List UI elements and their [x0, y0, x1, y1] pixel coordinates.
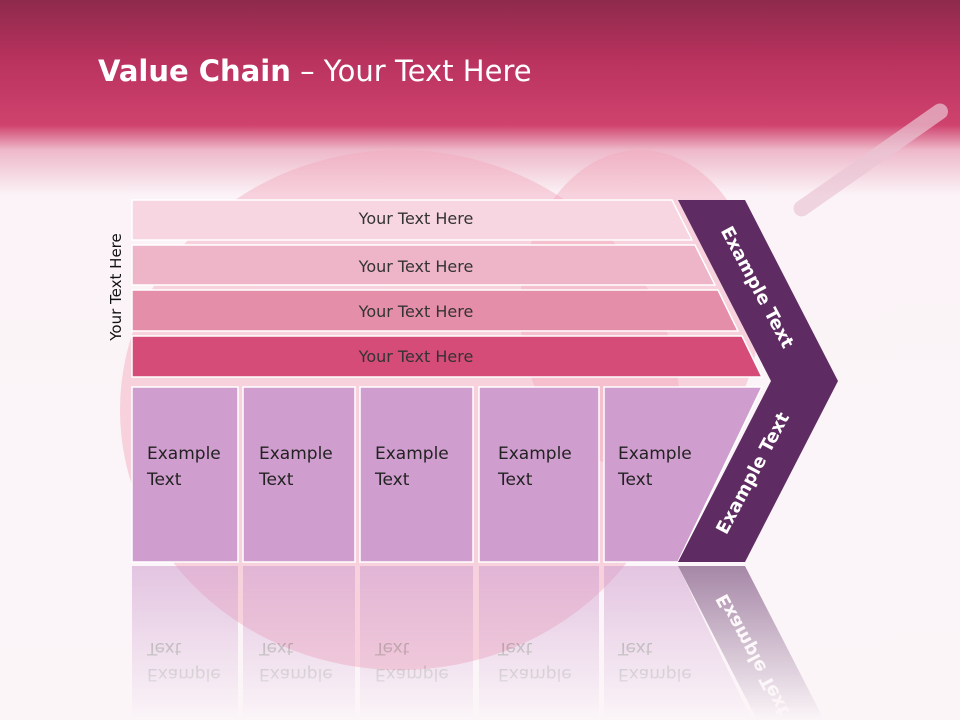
support-row-4-label: Your Text Here [358, 347, 474, 366]
support-row-4[interactable] [131, 335, 764, 378]
reflection-line-1: Example [147, 664, 221, 684]
support-row-2[interactable] [131, 244, 717, 286]
reflection-line-2: Text [374, 638, 410, 658]
support-activities: Your Text Here Your Text Here Your Text … [131, 199, 764, 378]
reflection-line-1: Example [618, 664, 692, 684]
primary-box-1-line-2: Text [146, 470, 182, 490]
diagram-reflection: Example Text Example Text Example Text E… [132, 566, 825, 720]
primary-box-5-line-1: Example [618, 444, 692, 464]
support-row-1-label: Your Text Here [358, 209, 474, 228]
slide-title: Value Chain – Your Text Here [98, 54, 532, 88]
primary-box-3[interactable] [359, 386, 474, 563]
primary-box-2[interactable] [242, 386, 356, 563]
primary-box-3-line-2: Text [374, 470, 410, 490]
primary-box-4-line-2: Text [497, 470, 533, 490]
primary-box-2-line-2: Text [258, 470, 294, 490]
support-row-3[interactable] [131, 289, 740, 332]
primary-box-3-line-1: Example [375, 444, 449, 464]
title-rest: – Your Text Here [290, 54, 532, 88]
primary-box-5-line-2: Text [617, 470, 653, 490]
primary-box-1[interactable] [131, 386, 239, 563]
reflection-line-2: Text [258, 638, 294, 658]
reflection-line-1: Example [259, 664, 333, 684]
primary-box-2-line-1: Example [259, 444, 333, 464]
chevron-arrow[interactable] [678, 200, 838, 562]
reflection-line-2: Text [146, 638, 182, 658]
reflection-line-1: Example [375, 664, 449, 684]
reflection-line-1: Example [498, 664, 572, 684]
support-row-1[interactable] [131, 199, 694, 241]
support-row-2-label: Your Text Here [358, 257, 474, 276]
primary-box-4-line-1: Example [498, 444, 572, 464]
title-bold: Value Chain [98, 54, 291, 88]
reflection-line-2: Text [617, 638, 653, 658]
primary-box-1-line-1: Example [147, 444, 221, 464]
primary-activities: Example Text Example Text Example Text E… [131, 386, 764, 563]
support-row-3-label: Your Text Here [358, 302, 474, 321]
reflection-line-2: Text [497, 638, 533, 658]
primary-box-4[interactable] [478, 386, 600, 563]
